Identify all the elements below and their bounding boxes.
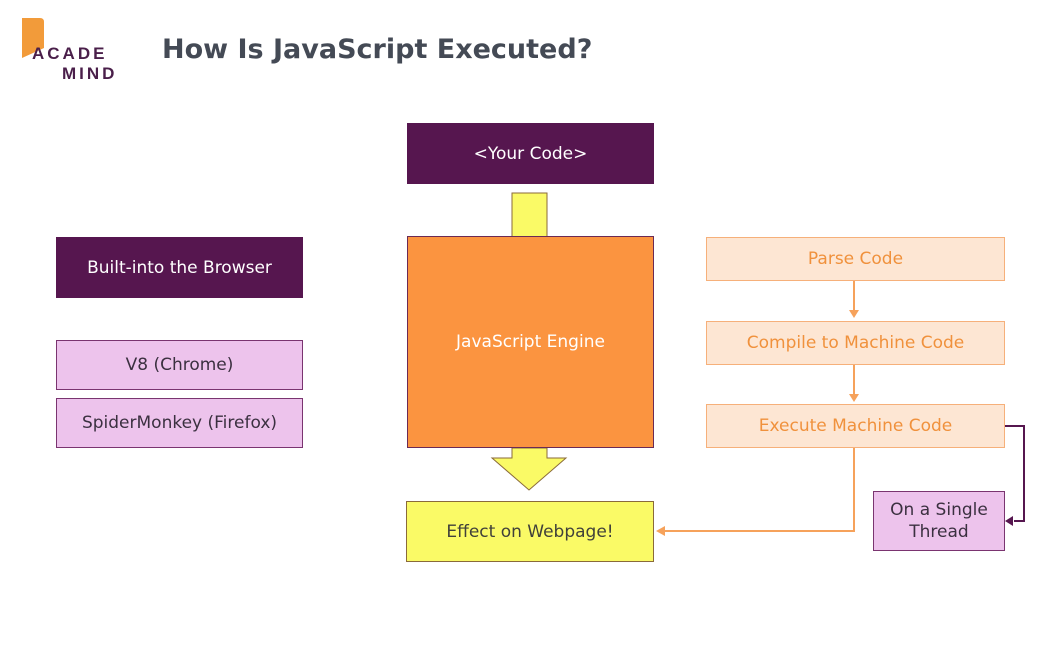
yellow-connector-top — [511, 192, 548, 238]
step-compile-code: Compile to Machine Code — [706, 321, 1005, 365]
academind-logo-icon — [22, 18, 44, 58]
single-thread-box: On a Single Thread — [873, 491, 1005, 551]
academind-logo: ACADE MIND — [22, 18, 122, 83]
arrow-head-execute — [849, 394, 859, 402]
logo-text-line1: ACADE — [32, 44, 108, 63]
logo-text-line2: MIND — [62, 64, 118, 83]
engine-v8-box: V8 (Chrome) — [56, 340, 303, 390]
slide-title: How Is JavaScript Executed? — [162, 34, 593, 65]
built-into-browser-box: Built-into the Browser — [56, 237, 303, 298]
yellow-arrow-down — [490, 447, 568, 491]
your-code-box: <Your Code> — [407, 123, 654, 184]
arrow-head-compile — [849, 310, 859, 318]
bracket-execute-to-thread — [1004, 425, 1025, 522]
effect-on-webpage-box: Effect on Webpage! — [406, 501, 654, 562]
arrow-head-thread — [1005, 516, 1013, 526]
arrow-head-effect — [656, 526, 665, 536]
step-execute-code: Execute Machine Code — [706, 404, 1005, 448]
arrow-execute-to-effect — [664, 448, 855, 532]
step-parse-code: Parse Code — [706, 237, 1005, 281]
javascript-engine-box: JavaScript Engine — [407, 236, 654, 448]
engine-spidermonkey-box: SpiderMonkey (Firefox) — [56, 398, 303, 448]
